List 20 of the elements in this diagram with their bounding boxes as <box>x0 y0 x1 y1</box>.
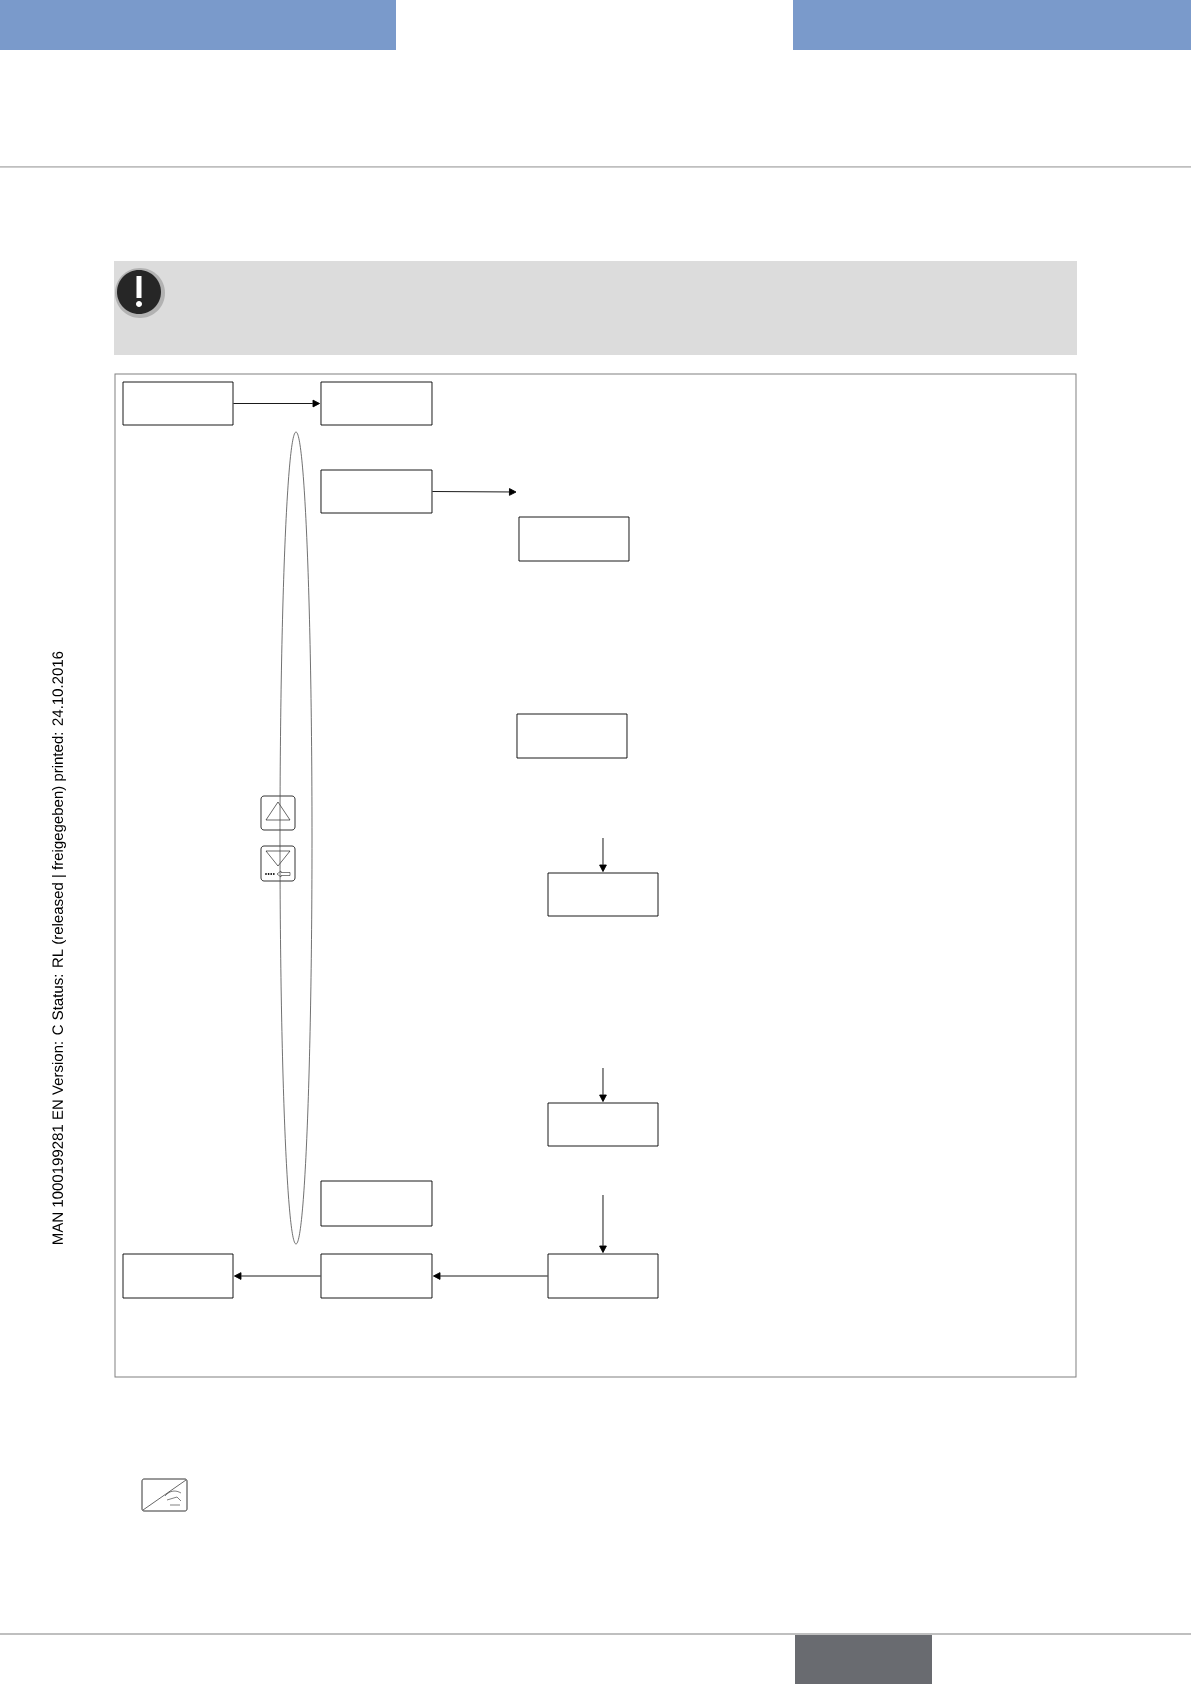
display-box <box>320 381 433 426</box>
display-box <box>516 713 628 759</box>
arrow <box>234 1272 321 1280</box>
display-box <box>320 469 433 514</box>
display-box <box>518 516 630 562</box>
arrow <box>433 1272 548 1280</box>
arrow <box>599 1067 607 1102</box>
arrow <box>599 1194 607 1253</box>
arrow <box>432 488 517 496</box>
loop-ellipse <box>279 431 313 1245</box>
display-box <box>547 872 659 917</box>
display-box <box>320 1180 433 1227</box>
display-box <box>547 1253 659 1299</box>
display-box <box>547 1102 659 1147</box>
display-box <box>122 381 234 426</box>
display-box <box>320 1253 433 1299</box>
print-info: MAN 1000199281 EN Version: C Status: RL (released | freigegeben) printed: 24.10.2016 <box>52 651 67 1244</box>
display-box <box>122 1253 234 1299</box>
arrow <box>233 399 320 408</box>
arrow <box>599 837 607 872</box>
